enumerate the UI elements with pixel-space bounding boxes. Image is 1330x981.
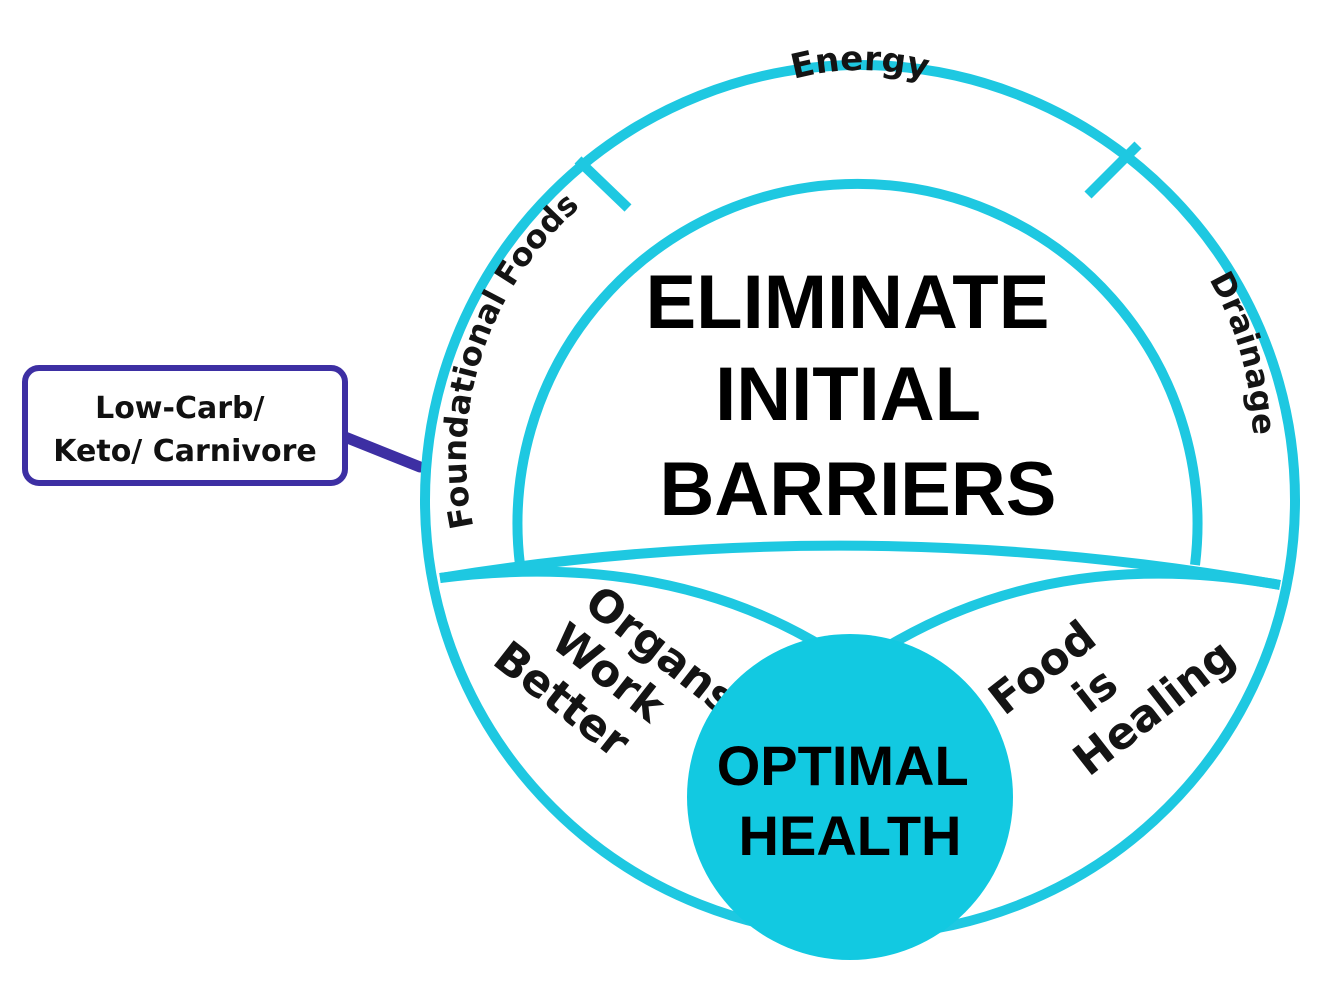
center-title: ELIMINATE INITIAL BARRIERS bbox=[645, 260, 1070, 532]
inner-circle-upper bbox=[512, 178, 1203, 566]
lower-right-lobe bbox=[887, 568, 1281, 650]
svg-text:Low-Carb/ Keto/ Carnivor: Low-Carb/ Keto/ Carnivore bbox=[53, 391, 316, 469]
optimal-health-core bbox=[687, 634, 1013, 960]
callout-box: Low-Carb/ Keto/ Carnivore bbox=[22, 365, 348, 486]
core-line-1: OPTIMAL bbox=[717, 734, 968, 797]
lower-divider-line bbox=[439, 540, 1281, 590]
center-title-line-2: INITIAL bbox=[715, 352, 980, 437]
callout-connector bbox=[339, 431, 426, 473]
callout-line-2: Keto/ Carnivore bbox=[53, 434, 316, 469]
callout-line-1: Low-Carb/ bbox=[95, 391, 264, 426]
center-title-line-3: BARRIERS bbox=[660, 447, 1057, 532]
segment-divider-right bbox=[1084, 141, 1142, 199]
core-label: OPTIMAL HEALTH bbox=[717, 734, 984, 867]
center-title-line-1: ELIMINATE bbox=[645, 260, 1049, 345]
svg-text:ELIMINATE INITIAL: ELIMINATE INITIAL BARRIERS bbox=[645, 260, 1070, 532]
segment-divider-left bbox=[574, 156, 632, 212]
lower-left-lobe bbox=[439, 566, 823, 650]
core-line-2: HEALTH bbox=[739, 804, 962, 867]
